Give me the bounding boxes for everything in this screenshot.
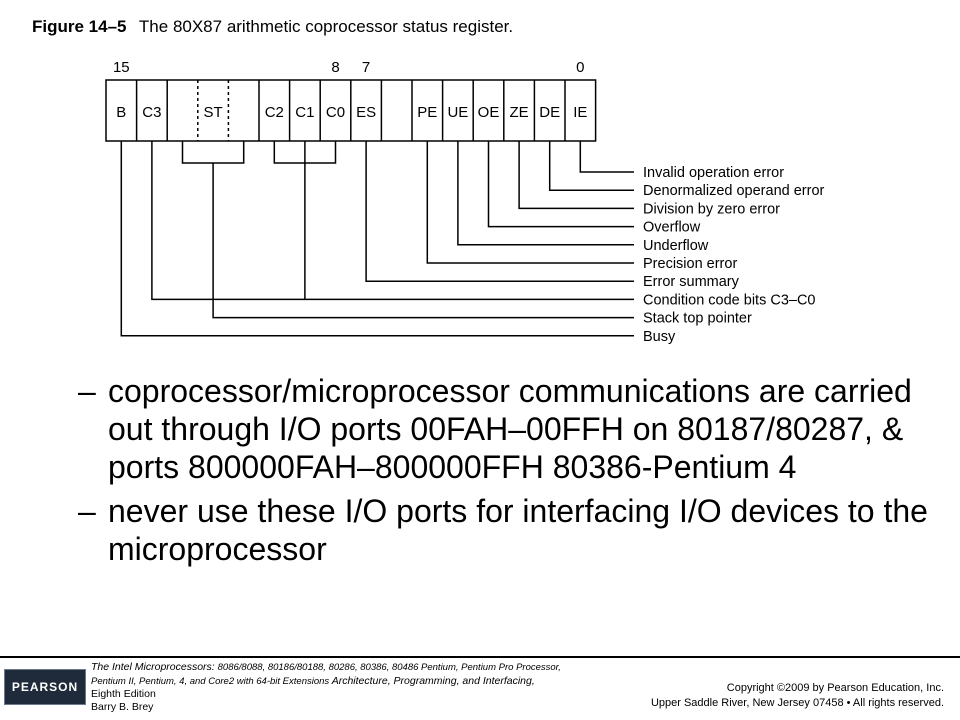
field-labels: B C3 ST C2 C1 C0 ES PE UE OE ZE DE IE	[116, 104, 587, 121]
stack-top-bracket	[181, 141, 245, 164]
field-label-ze: ZE	[510, 104, 529, 121]
bullet-dash: –	[78, 493, 96, 529]
copyright-notice: Copyright ©2009 by Pearson Education, In…	[651, 681, 944, 711]
register-boxes	[105, 79, 597, 142]
description-label-8: Stack top pointer	[643, 311, 752, 327]
connector-c3	[151, 141, 305, 301]
figure-caption: Figure 14–5 The 80X87 arithmetic coproce…	[32, 17, 513, 37]
bit-number-7: 7	[362, 59, 370, 76]
bullet-item-warning: – never use these I/O ports for interfac…	[78, 492, 938, 568]
bit-number-labels: 15 8 7 0	[113, 59, 585, 76]
field-label-c3: C3	[142, 104, 161, 121]
bit-number-15: 15	[113, 59, 130, 76]
connector-ze	[518, 141, 634, 210]
description-label-7: Condition code bits C3–C0	[643, 292, 816, 308]
connector-condition-codes	[304, 163, 634, 301]
bullet-text: never use these I/O ports for interfacin…	[108, 493, 928, 567]
copyright-line-2: Upper Saddle River, New Jersey 07458 • A…	[650, 697, 944, 709]
figure-title: The 80X87 arithmetic coprocessor status …	[138, 17, 514, 36]
field-label-ie: IE	[573, 104, 587, 121]
book-subtitle: Architecture, Programming, and Interfaci…	[331, 674, 535, 687]
description-label-6: Error summary	[643, 274, 740, 290]
field-label-de: DE	[539, 104, 560, 121]
connector-pe	[426, 141, 634, 264]
field-label-c0: C0	[326, 104, 345, 121]
description-label-4: Underflow	[643, 238, 709, 254]
pearson-logo: PEARSON	[4, 669, 86, 705]
connector-b	[120, 141, 634, 337]
connector-oe	[487, 141, 634, 228]
book-edition: Eighth Edition	[91, 688, 156, 700]
description-label-3: Overflow	[643, 220, 701, 236]
description-label-0: Invalid operation error	[643, 165, 784, 181]
book-citation: The Intel Microprocessors: 8086/8088, 80…	[91, 661, 561, 713]
copyright-line-1: Copyright ©2009 by Pearson Education, In…	[726, 682, 944, 694]
description-label-5: Precision error	[643, 256, 737, 272]
connector-lines	[120, 141, 634, 337]
book-author: Barry B. Brey	[91, 700, 154, 713]
connector-ue	[457, 141, 634, 246]
field-label-pe: PE	[417, 104, 437, 121]
connector-es	[365, 141, 634, 282]
description-label-1: Denormalized operand error	[643, 183, 825, 199]
field-label-b: B	[116, 104, 126, 121]
description-label-2: Division by zero error	[643, 201, 780, 217]
bullet-list: – coprocessor/microprocessor communicati…	[78, 372, 938, 574]
description-label-9: Busy	[643, 329, 676, 345]
connector-ie	[579, 141, 634, 173]
figure-number: Figure 14–5	[32, 17, 127, 36]
field-label-oe: OE	[478, 104, 500, 121]
field-label-ue: UE	[447, 104, 468, 121]
status-register-diagram: 15 8 7 0 B C3 ST C2 C1 C0 ES PE UE OE ZE DE IE Invalid …	[105, 59, 825, 345]
footer-divider	[0, 656, 960, 658]
field-label-st: ST	[204, 104, 223, 121]
bit-number-0: 0	[576, 59, 584, 76]
book-models: 8086/8088, 80186/80188, 80286, 80386, 80…	[91, 662, 561, 687]
bullet-item-ports: – coprocessor/microprocessor communicati…	[78, 372, 938, 486]
field-label-c2: C2	[265, 104, 284, 121]
connector-st	[212, 163, 634, 319]
field-label-es: ES	[356, 104, 376, 121]
bit-number-8: 8	[331, 59, 339, 76]
bullet-dash: –	[78, 373, 96, 409]
bullet-text: coprocessor/microprocessor communication…	[108, 373, 912, 485]
connector-de	[548, 141, 634, 191]
field-label-c1: C1	[295, 104, 314, 121]
book-title: The Intel Microprocessors:	[91, 661, 215, 673]
